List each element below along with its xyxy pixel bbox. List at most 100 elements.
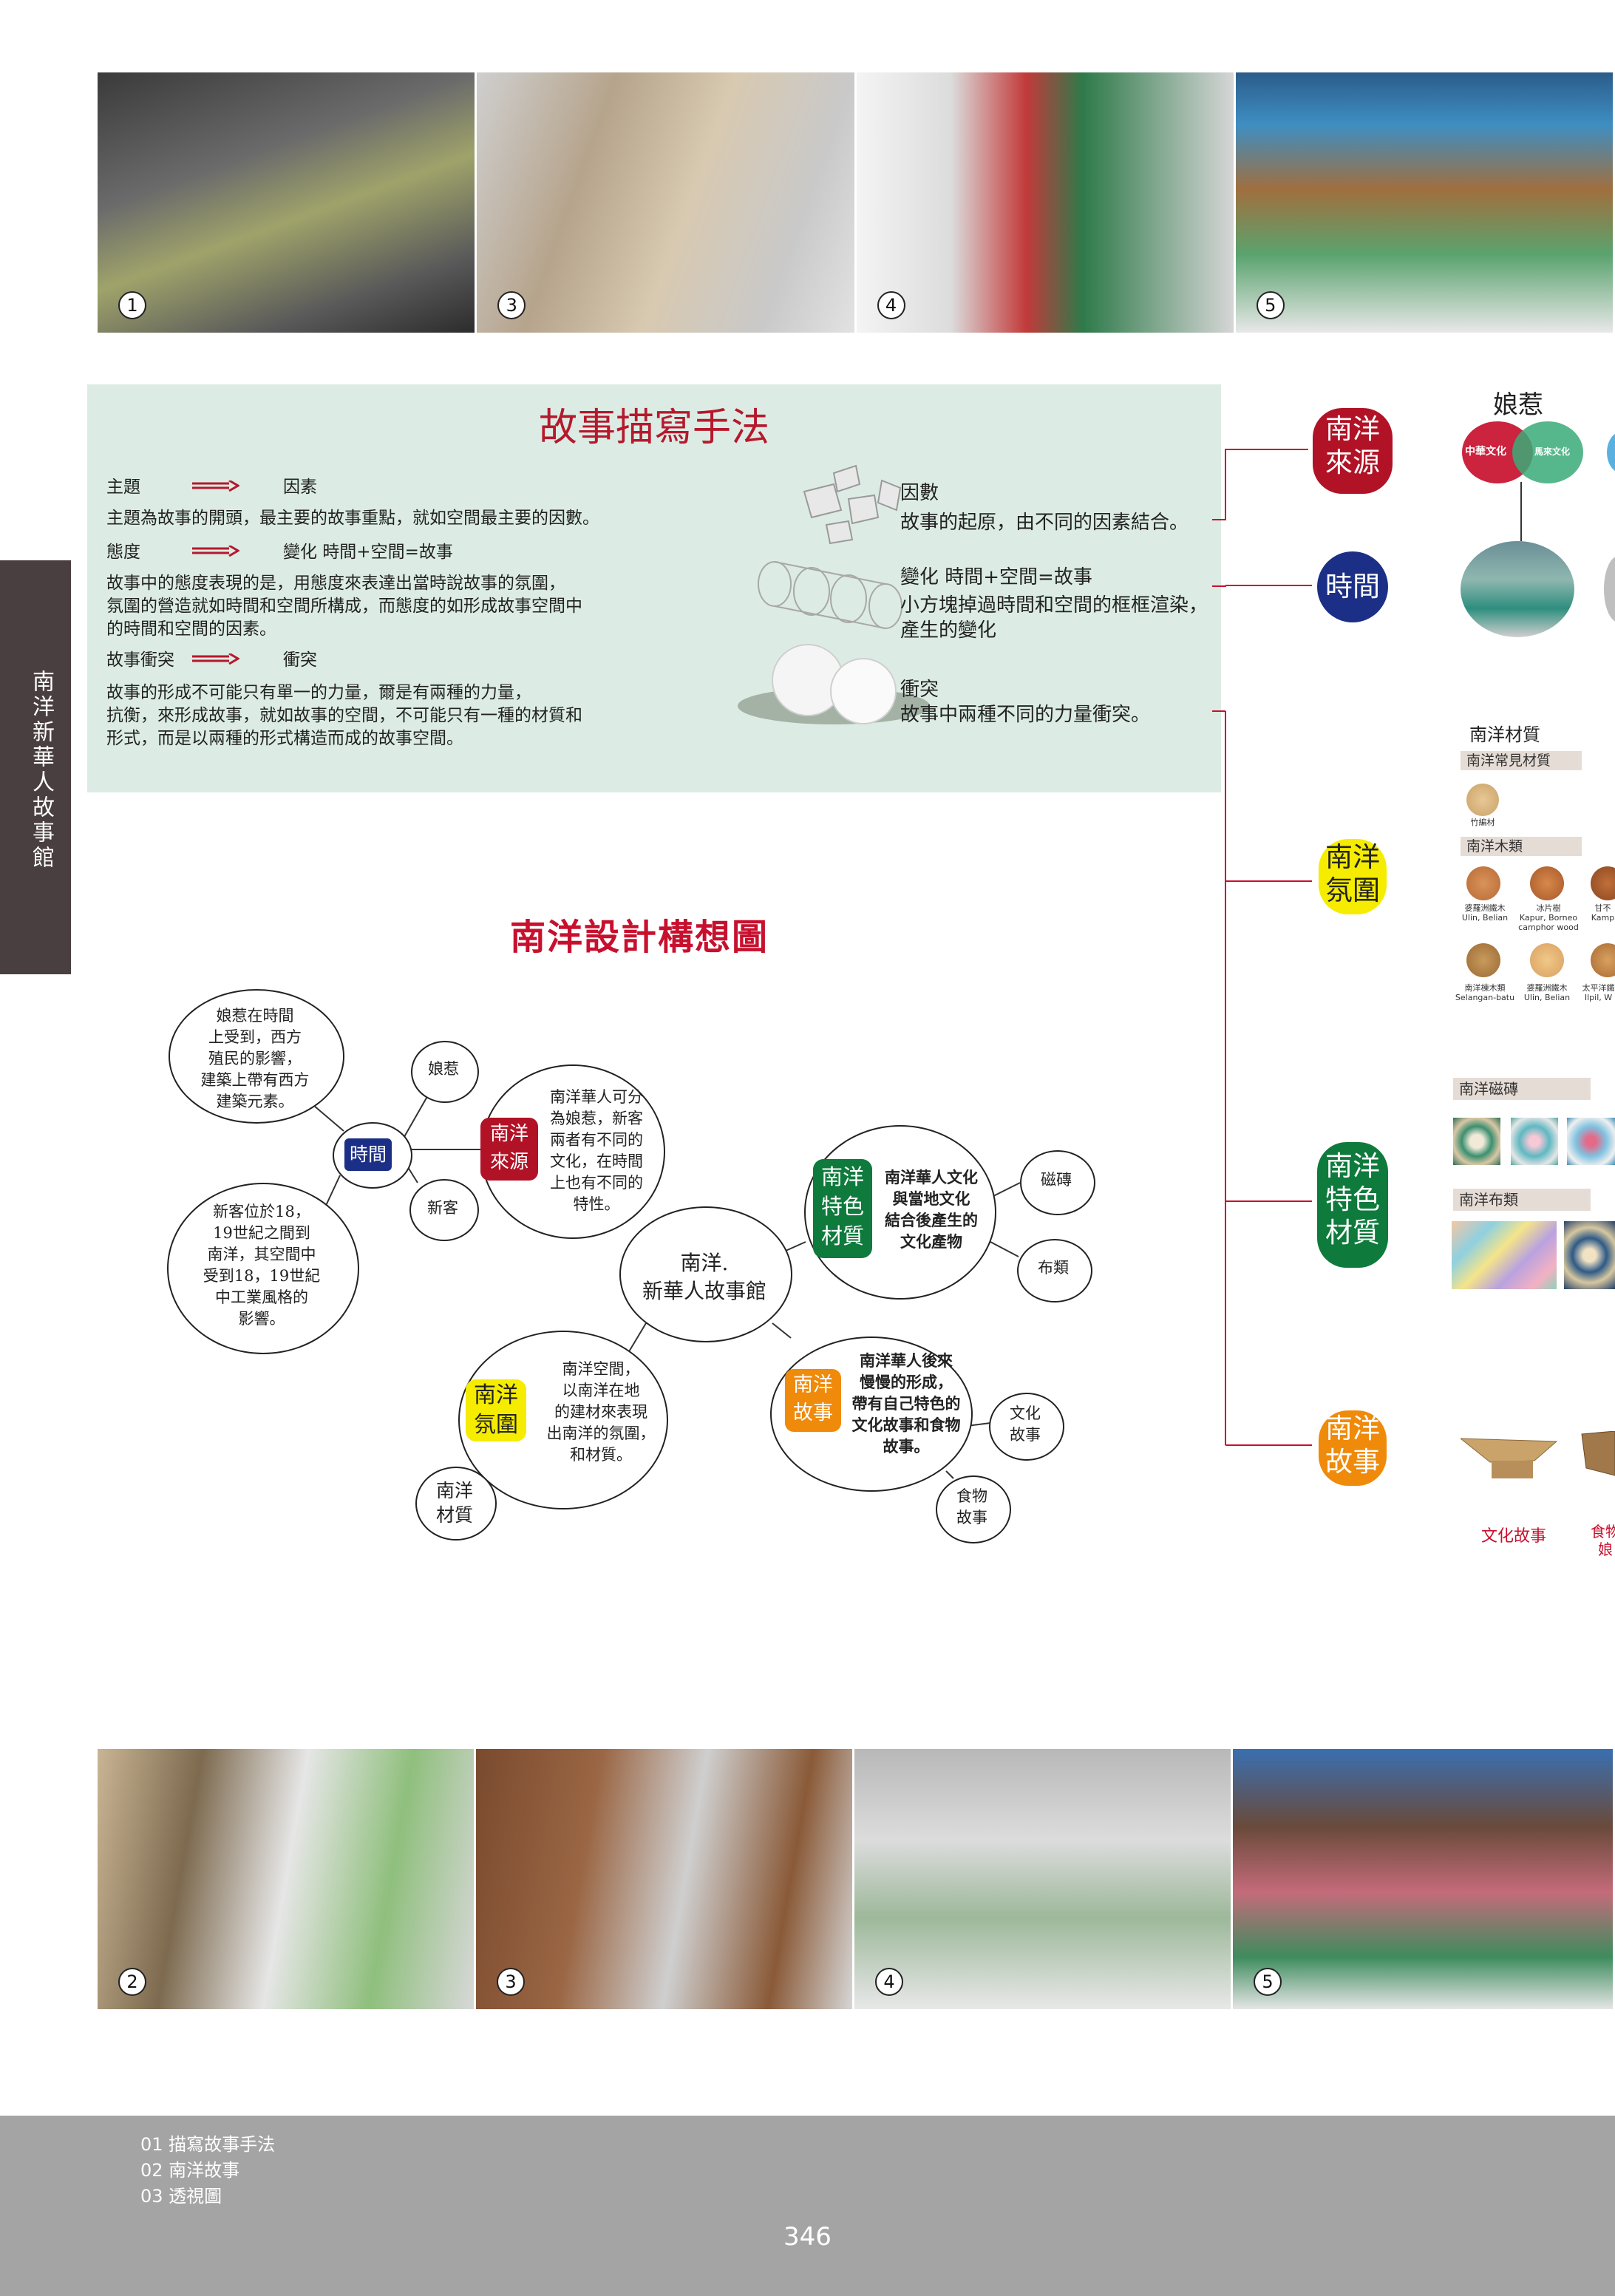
story-text: 南洋華人後來慢慢的形成，帶有自己特色的文化故事和食物故事。 xyxy=(851,1351,961,1456)
story-method-panel: 故事描寫手法 主題 因素 主題為故事的開頭，最主要的故事重點，就如空間最主要的因… xyxy=(87,384,1221,792)
malay-culture-circle xyxy=(1512,421,1583,483)
tile-material-label: 南洋磁磚 xyxy=(1453,1078,1591,1100)
term-attitude-result: 變化 時間+空間=故事 xyxy=(283,543,453,562)
nyonya-bubble xyxy=(411,1041,479,1103)
materials-title: 南洋材質 xyxy=(1469,724,1540,745)
term-attitude-desc: 氛圍的營造就如時間和空間所構成，而態度的如形成故事空間中 xyxy=(106,597,582,616)
fabric-material-label: 南洋布類 xyxy=(1453,1189,1591,1211)
photo-number: 3 xyxy=(497,1968,525,1996)
common-material-label: 南洋常見材質 xyxy=(1461,751,1582,770)
material-badge: 南洋特色材質 xyxy=(813,1159,872,1258)
term-conflict-result: 衝突 xyxy=(283,651,317,670)
tile-bubble xyxy=(1020,1150,1095,1215)
design-concept-title: 南洋設計構想圖 xyxy=(510,917,769,958)
table-of-contents: 01 描寫故事手法 02 南洋故事 03 透視圖 xyxy=(140,2132,275,2210)
cropped-circle xyxy=(1607,432,1615,473)
pill-atmosphere: 南洋氛圍 xyxy=(1319,839,1387,914)
two-spheres-icon xyxy=(738,644,930,724)
bamboo-swatch xyxy=(1466,784,1499,816)
side-tab-label: 南洋新華人故事館 xyxy=(28,670,54,871)
change-head: 變化 時間+空間=故事 xyxy=(900,566,1092,588)
nyonya-note: 娘惹在時間上受到，西方殖民的影響，建築上帶有西方建築元素。 xyxy=(200,1007,310,1110)
atmosphere-badge: 南洋氛圍 xyxy=(466,1379,526,1441)
photo-number: 5 xyxy=(1256,291,1285,319)
fabric-swatch xyxy=(1564,1221,1615,1289)
term-attitude-desc: 的時間和空間的因素。 xyxy=(106,619,276,639)
wood-swatch xyxy=(1530,866,1564,900)
culture-story-label: 文化故事 xyxy=(1010,1405,1041,1444)
time-badge: 時間 xyxy=(344,1138,392,1171)
perspective-photo: 5 xyxy=(1235,72,1615,333)
pill-time: 時間 xyxy=(1317,551,1388,622)
perspective-photo: 4 xyxy=(856,72,1236,333)
material-small-bubble xyxy=(415,1467,497,1541)
tile-swatch xyxy=(1511,1118,1558,1165)
wood-swatch xyxy=(1466,866,1500,900)
red-arrow-icon xyxy=(192,480,239,492)
section-side-tab: 南洋新華人故事館 xyxy=(0,560,71,974)
term-attitude: 態度 xyxy=(106,543,140,562)
fabric-label: 布類 xyxy=(1038,1259,1069,1277)
photo-number: 2 xyxy=(118,1968,146,1996)
story-method-title: 故事描寫手法 xyxy=(538,406,769,450)
change-line: 產生的變化 xyxy=(900,619,997,642)
culture-story-model-icon xyxy=(1461,1438,1558,1478)
xinke-label: 新客 xyxy=(427,1199,458,1217)
factor-line: 故事的起原，由不同的因素結合。 xyxy=(900,512,1189,534)
wood-swatch xyxy=(1466,943,1500,977)
center-bubble xyxy=(619,1206,792,1342)
term-conflict-desc: 抗衡，來形成故事，就如故事的空間，不可能只有一種的材質和 xyxy=(106,706,582,725)
xinke-note: 新客位於18，19世紀之間到南洋，其空間中受到18，19世紀中工業風格的影響。 xyxy=(203,1203,321,1328)
term-conflict-desc: 形式，而是以兩種的形式構造而成的故事空間。 xyxy=(106,729,463,748)
atmosphere-text: 南洋空間，以南洋在地的建材來表現出南洋的氛圍，和材質。 xyxy=(546,1360,656,1464)
culture-story-caption: 文化故事 xyxy=(1481,1527,1547,1546)
fabric-swatch xyxy=(1452,1221,1557,1289)
wood-swatch xyxy=(1591,943,1615,977)
framed-cylinder-icon xyxy=(758,561,902,629)
wood-swatch xyxy=(1591,866,1615,900)
term-theme: 主題 xyxy=(106,478,140,497)
food-story-label: 食物故事 xyxy=(956,1487,987,1526)
tile-swatch xyxy=(1453,1118,1500,1165)
venn-right-label: 馬來文化 xyxy=(1534,446,1571,457)
xinke-note-bubble xyxy=(167,1183,359,1354)
red-arrow-icon xyxy=(192,546,239,557)
toc-item[interactable]: 03 透視圖 xyxy=(140,2186,222,2207)
story-models xyxy=(1461,1431,1615,1478)
photo-number: 4 xyxy=(875,1968,903,1996)
tile-swatch xyxy=(1567,1118,1615,1165)
perspective-photo: 3 xyxy=(477,72,857,333)
perspective-photo: 2 xyxy=(98,1749,476,2009)
red-arrow-icon xyxy=(192,653,239,665)
culture-story-bubble xyxy=(989,1393,1064,1461)
bottom-photo-strip: 2 3 4 5 xyxy=(98,1749,1615,2009)
page-footer: 01 描寫故事手法 02 南洋故事 03 透視圖 346 xyxy=(0,2116,1615,2296)
term-theme-desc: 主題為故事的開頭，最主要的故事重點，就如空間最主要的因數。 xyxy=(106,509,599,528)
food-story-bubble xyxy=(936,1475,1011,1543)
perspective-photo: 5 xyxy=(1233,1749,1615,2009)
photo-number: 1 xyxy=(118,291,146,319)
bamboo-label: 竹編材 xyxy=(1470,818,1495,827)
perspective-photo: 1 xyxy=(98,72,477,333)
venn-left-label: 中華文化 xyxy=(1465,446,1506,458)
material-small-label: 南洋材質 xyxy=(435,1480,473,1526)
factor-head: 因數 xyxy=(900,482,939,504)
toc-item[interactable]: 01 描寫故事手法 xyxy=(140,2134,276,2155)
material-text: 南洋華人文化與當地文化結合後產生的文化產物 xyxy=(885,1168,978,1251)
pill-material: 南洋特色材質 xyxy=(1317,1142,1388,1268)
top-photo-strip: 1 3 4 5 xyxy=(98,72,1615,333)
photo-number: 3 xyxy=(497,291,526,319)
food-story-caption: 食物娘 xyxy=(1591,1523,1615,1558)
center-label: 南洋.新華人故事館 xyxy=(642,1251,766,1303)
term-attitude-desc: 故事中的態度表現的是，用態度來表達出當時說故事的氛圍， xyxy=(106,574,565,593)
toc-item[interactable]: 02 南洋故事 xyxy=(140,2160,240,2181)
pill-story: 南洋故事 xyxy=(1319,1410,1387,1486)
food-story-model-icon xyxy=(1581,1431,1615,1476)
conflict-head: 衝突 xyxy=(900,679,939,701)
conflict-line: 故事中兩種不同的力量衝突。 xyxy=(900,704,1151,726)
